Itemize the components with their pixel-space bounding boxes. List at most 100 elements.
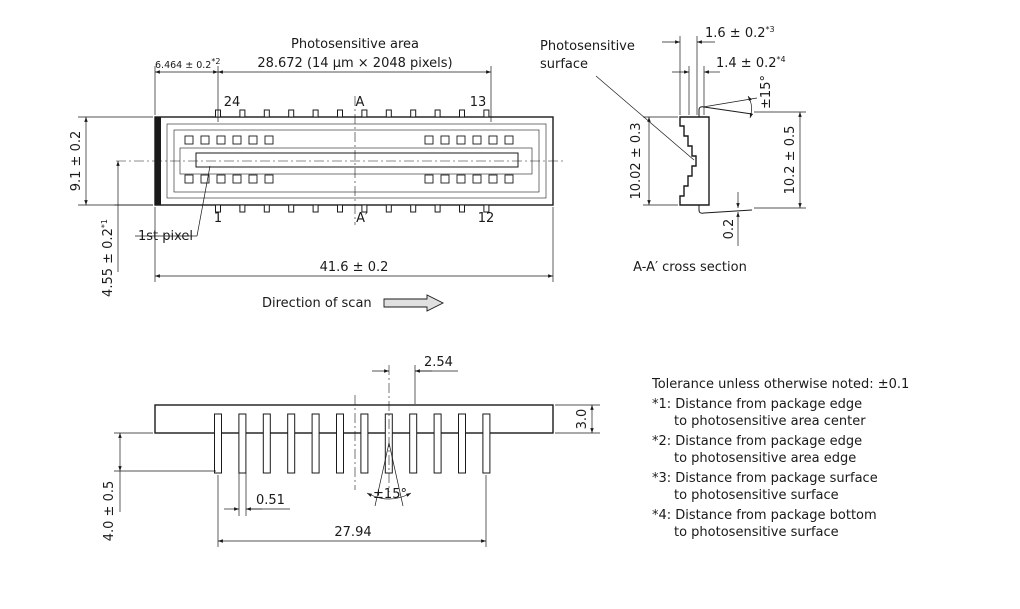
pin-12-label: 12 [478,211,495,226]
cross-section-caption: A-A′ cross section [633,260,747,275]
tolerance-note: Tolerance unless otherwise noted: ±0.1 [651,377,909,392]
pin-span-dimension: 27.94 [334,525,371,540]
top-pin-upper [434,109,441,118]
note-3-line-2: to photosensitive surface [674,488,839,503]
side-package-body [154,404,554,434]
package-thickness-dimension: 3.0 [575,409,590,430]
scan-direction-arrow-icon [383,294,445,312]
top-pin-upper [312,109,319,118]
bond-pad [504,174,514,184]
photosensitive-surface-leader [595,75,695,161]
top-pin-lower [312,204,319,213]
lead-length-dimension: 4.0 ± 0.5 [102,481,117,542]
side-lead [482,413,491,474]
pin-1-label: 1 [214,211,222,226]
edge-dimension: 6.464 ± 0.2*2 [155,57,220,71]
side-angle: ±15° [373,487,407,502]
bond-pad [472,174,482,184]
bond-pad [200,135,210,145]
side-pins [214,413,491,474]
top-pin-upper [337,109,343,118]
side-lead [458,413,466,474]
top-pin-lower [215,204,221,213]
bond-pad [264,135,274,145]
inner-pads [184,135,514,184]
top-pin-upper [263,109,270,118]
pin-13-label: 13 [470,95,487,110]
side-lead [336,413,344,474]
photosensitive-area-dimension: 28.672 (14 µm × 2048 pixels) [257,56,452,71]
cross-section-body [679,116,710,206]
scan-direction-label: Direction of scan [262,296,372,311]
note-4-line-1: *4: Distance from package bottom [652,508,877,523]
bond-pad [216,174,226,184]
body-height-dimension: 10.02 ± 0.3 [629,122,644,199]
top-pin-upper [361,109,368,118]
bond-pad [472,135,482,145]
top-pin-lower [434,204,441,213]
side-lead [262,413,271,474]
top-pin-upper [288,109,295,118]
section-a-label: A [356,95,365,110]
top-view: Photosensitive area 28.672 (14 µm × 2048… [69,37,566,312]
top-pin-lower [239,204,246,213]
height-dimension: 9.1 ± 0.2 [69,131,84,192]
top-pin-upper [239,109,246,118]
bond-pad [264,174,274,184]
top-pin-lower [410,204,417,213]
note-1-line-2: to photosensitive area center [674,414,866,429]
side-view: 2.54 3.0 4.0 ± 0.5 0.51 ±15° 27.94 [102,355,600,547]
note-1-line-1: *1: Distance from package edge [652,397,862,412]
dimension-1-4: 1.4 ± 0.2*4 [716,55,786,71]
bond-pad [424,174,434,184]
pitch-dimension: 2.54 [424,355,453,370]
top-pin-lower [263,204,270,213]
side-lead [360,413,369,474]
top-pin-lower [459,204,465,213]
center-dimension: 4.55 ± 0.2*1 [100,219,116,297]
bond-pad [488,174,498,184]
section-a-prime-label: A′ [356,211,368,226]
top-pin-lower [385,204,392,213]
note-4-line-2: to photosensitive surface [674,525,839,540]
bond-pad [248,174,258,184]
dimension-1-6: 1.6 ± 0.2*3 [705,25,775,41]
total-height-dimension: 10.2 ± 0.5 [783,126,798,195]
lead-thickness-dimension: 0.2 [722,219,737,240]
bond-pad [424,135,434,145]
top-pin-lower [288,204,295,213]
bond-pad [456,135,466,145]
note-2-line-2: to photosensitive area edge [674,451,856,466]
bond-pad [488,135,498,145]
photosensitive-area-label: Photosensitive area [291,37,419,52]
bond-pad [440,135,450,145]
bond-pad [216,135,226,145]
bond-pad [440,174,450,184]
cross-section-lead-bottom [698,205,753,214]
side-lead [214,413,222,474]
first-pixel-label: 1st pixel [138,229,193,244]
top-pin-upper [483,109,490,118]
top-pin-upper [410,109,417,118]
length-dimension: 41.6 ± 0.2 [320,260,389,275]
cross-section-lead-top [698,106,753,117]
side-lead [311,413,320,474]
side-lead [238,413,247,474]
note-2-line-1: *2: Distance from package edge [652,434,862,449]
first-pixel-leader [196,165,211,237]
cross-section-angle-arc [747,95,754,119]
photosensitive-strip [195,152,519,168]
photosensitive-surface-label-line1: Photosensitive [540,39,635,54]
photosensitive-surface-label-line2: surface [540,57,588,72]
bond-pad [456,174,466,184]
bond-pad [232,135,242,145]
note-3-line-1: *3: Distance from package surface [652,471,878,486]
cross-section-angle: ±15° [759,75,774,109]
side-lead [287,413,296,474]
top-pin-lower [361,204,368,213]
side-lead [433,413,442,474]
bond-pad [184,135,194,145]
bond-pad [504,135,514,145]
bond-pad [248,135,258,145]
